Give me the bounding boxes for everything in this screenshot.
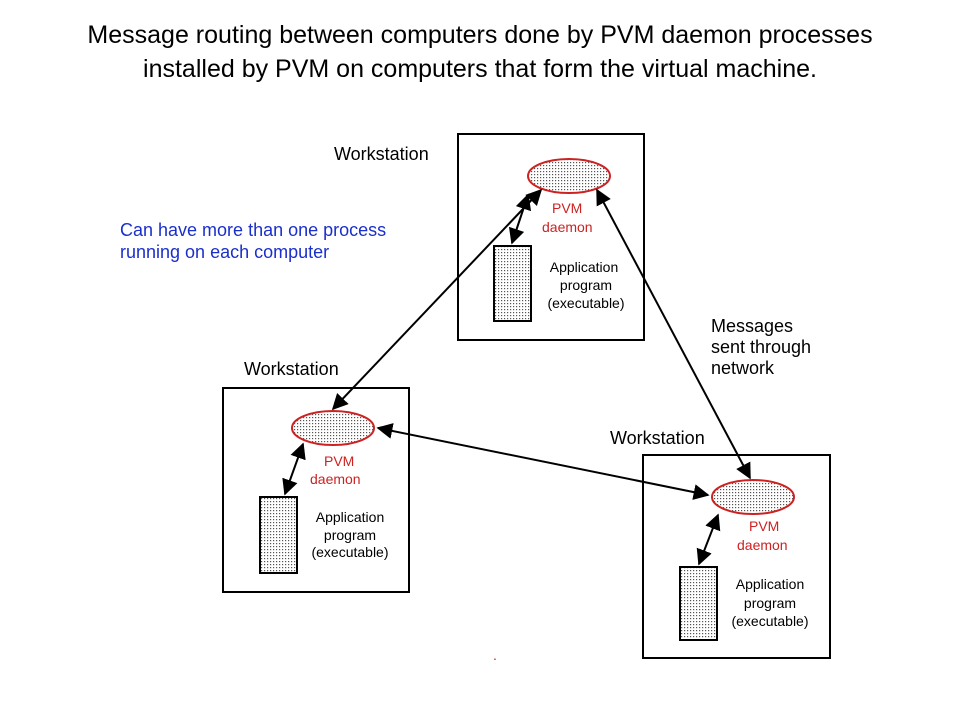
messages-label: Messages sent through network [711,316,811,378]
network-link-left-right-arrow [376,423,710,500]
pvm-daemon-label-line1: PVM [324,453,354,469]
network-link-top-right-arrow [596,188,751,480]
messages-label-line-1: Messages [711,316,793,336]
application-program-block [259,496,298,574]
pvm-daemon-label-line1: PVM [552,200,582,216]
app-label-line1: Application [316,509,385,525]
workstation-label: Workstation [610,428,705,448]
app-label-line3: (executable) [311,544,388,560]
daemon-app-link-arrow [282,442,306,496]
workstation-right: Workstation PVM daemon Application progr… [610,428,831,659]
network-link-top-left-arrow [331,188,543,411]
diagram-title: Message routing between computers done b… [0,18,960,86]
messages-label-line-3: network [711,358,775,378]
pvm-daemon-label-line2: daemon [737,537,788,553]
workstation-label: Workstation [334,144,429,164]
pvm-daemon-label-line1: PVM [749,518,779,534]
workstation-label: Workstation [244,359,339,379]
messages-label-line-2: sent through [711,337,811,357]
note-multiple-processes: Can have more than one process running o… [120,220,386,262]
app-label-line2: program [560,277,612,293]
app-label-line2: program [324,527,376,543]
pvm-daemon-ellipse [711,479,795,515]
daemon-app-link-arrow [696,513,721,566]
app-label-line1: Application [550,259,619,275]
pvm-daemon-label-line2: daemon [542,219,593,235]
pvm-daemon-ellipse [291,410,375,446]
app-label-line3: (executable) [547,295,624,311]
app-label-line3: (executable) [731,613,808,629]
title-line-1: Message routing between computers done b… [87,21,873,49]
title-line-2: installed by PVM on computers that form … [143,55,817,83]
note-line-2: running on each computer [120,242,329,262]
application-program-block [679,566,718,641]
application-program-block [493,245,532,322]
pvm-daemon-ellipse [527,158,611,194]
note-line-1: Can have more than one process [120,220,386,240]
app-label-line1: Application [736,576,805,592]
workstation-left: Workstation PVM daemon Application progr… [222,359,410,593]
stray-dot: . [493,647,497,663]
pvm-daemon-label-line2: daemon [310,471,361,487]
app-label-line2: program [744,595,796,611]
